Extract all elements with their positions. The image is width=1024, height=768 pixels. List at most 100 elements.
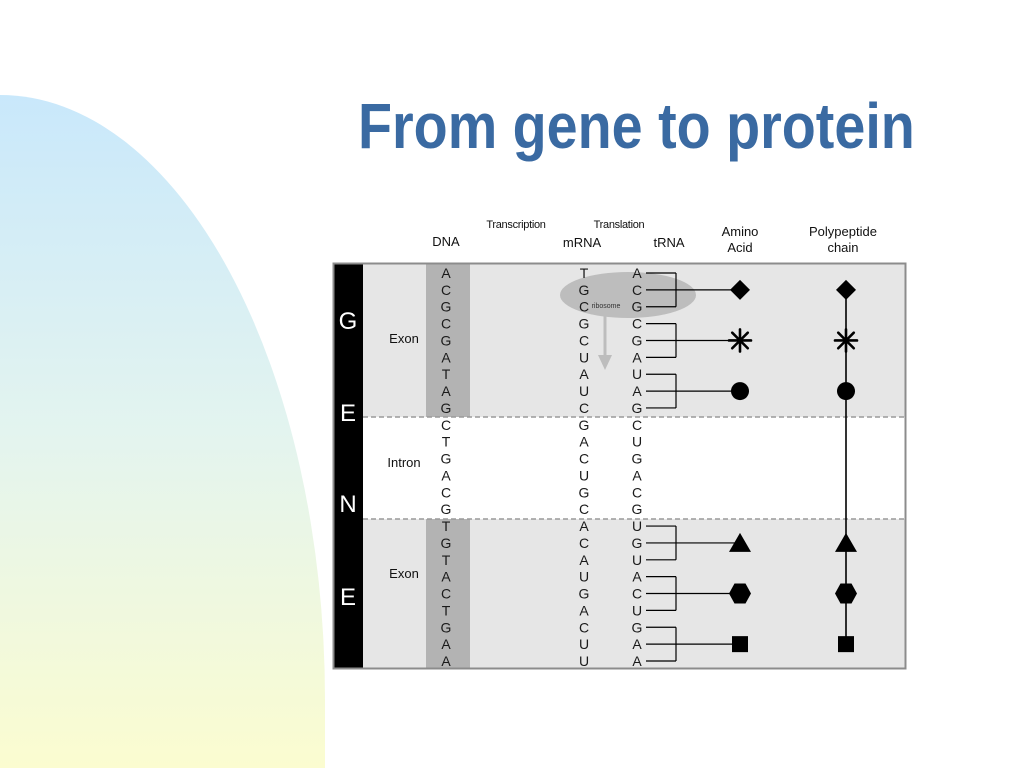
dna-base: G xyxy=(441,451,452,467)
trna-base: G xyxy=(632,501,643,517)
mrna-base: A xyxy=(579,552,589,568)
dna-base: G xyxy=(441,619,452,635)
dna-base: G xyxy=(441,400,452,416)
trna-base: A xyxy=(632,265,642,281)
trna-base: G xyxy=(632,333,643,349)
polypeptide-chain-header: chain xyxy=(827,240,858,255)
mrna-base: U xyxy=(579,569,589,585)
dna-base: C xyxy=(441,417,451,433)
gene-to-protein-diagram: DNA Transcription Translation mRNA tRNA … xyxy=(332,219,907,670)
codon-bracket xyxy=(646,576,740,612)
intron-label: Intron xyxy=(387,455,420,470)
sequence-columns: ACGCGATAGCTGACGTGTACTGAATGCGCUAUCGACUGCA… xyxy=(441,265,643,669)
codon-to-amino-acid xyxy=(646,272,753,662)
mrna-base: A xyxy=(579,434,589,450)
trna-base: U xyxy=(632,434,642,450)
mrna-base: C xyxy=(579,535,589,551)
polypeptide-chain xyxy=(833,279,859,653)
codon-bracket xyxy=(646,373,740,409)
dna-exon-highlight xyxy=(426,519,470,668)
gene-letter: N xyxy=(339,491,356,518)
translation-direction-arrow xyxy=(598,316,612,370)
mrna-base: C xyxy=(579,619,589,635)
mrna-base: U xyxy=(579,383,589,399)
dna-base: T xyxy=(442,602,451,618)
trna-base: A xyxy=(632,569,642,585)
dna-base: A xyxy=(441,653,451,669)
trna-base: G xyxy=(632,451,643,467)
dna-base: G xyxy=(441,333,452,349)
dna-base: G xyxy=(441,299,452,315)
trna-base: A xyxy=(632,636,642,652)
mrna-base: G xyxy=(579,484,590,500)
exon-label: Exon xyxy=(389,566,419,581)
amino-acid-hexagon xyxy=(729,583,751,604)
gene-letter: E xyxy=(340,400,356,427)
dna-base: T xyxy=(442,366,451,382)
dna-base: T xyxy=(442,518,451,534)
trna-base: A xyxy=(632,383,642,399)
dna-base: C xyxy=(441,316,451,332)
trna-base: U xyxy=(632,518,642,534)
dna-base: C xyxy=(441,484,451,500)
trna-base: U xyxy=(632,552,642,568)
dna-base: T xyxy=(442,552,451,568)
dna-exon-highlight xyxy=(426,264,470,417)
dna-base: A xyxy=(441,349,451,365)
mrna-base: U xyxy=(579,653,589,669)
codon-bracket xyxy=(646,525,740,561)
mrna-base: G xyxy=(579,586,590,602)
codon-bracket xyxy=(646,626,740,662)
mrna-base: A xyxy=(579,518,589,534)
mrna-base: A xyxy=(579,602,589,618)
gene-letter: E xyxy=(340,584,356,611)
trna-base: C xyxy=(632,586,642,602)
dna-header: DNA xyxy=(432,234,460,249)
dna-base: G xyxy=(441,501,452,517)
mrna-base: U xyxy=(579,636,589,652)
mrna-base: G xyxy=(579,417,590,433)
trna-base: G xyxy=(632,400,643,416)
exon-label: Exon xyxy=(389,331,419,346)
mrna-base: G xyxy=(579,316,590,332)
polypeptide-residue-diamond xyxy=(836,279,856,300)
mrna-base: U xyxy=(579,349,589,365)
dna-base: A xyxy=(441,569,451,585)
dna-base: C xyxy=(441,282,451,298)
mrna-base: C xyxy=(579,333,589,349)
gene-letter: G xyxy=(339,308,358,335)
dna-base: C xyxy=(441,586,451,602)
trna-header: tRNA xyxy=(653,235,684,250)
amino-acid-diamond xyxy=(730,279,750,300)
polypeptide-residue-hexagon xyxy=(835,583,857,604)
polypeptide-residue-triangle xyxy=(835,532,857,552)
mrna-base: C xyxy=(579,501,589,517)
dna-base: A xyxy=(441,383,451,399)
mrna-base: C xyxy=(579,400,589,416)
trna-base: A xyxy=(632,653,642,669)
polypeptide-residue-asterisk xyxy=(833,328,859,353)
translation-label: Translation xyxy=(594,219,645,231)
mrna-base: A xyxy=(579,366,589,382)
trna-base: A xyxy=(632,349,642,365)
ribosome-label: ribosome xyxy=(592,303,621,310)
amino-acid-header: Amino xyxy=(722,224,759,239)
trna-base: C xyxy=(632,316,642,332)
trna-base: A xyxy=(632,467,642,483)
mrna-base: U xyxy=(579,467,589,483)
trna-base: G xyxy=(632,619,643,635)
amino-acid-triangle xyxy=(729,532,751,552)
intron-region xyxy=(363,417,905,519)
amino-acid-square xyxy=(732,636,748,653)
trna-base: C xyxy=(632,282,642,298)
polypeptide-residue-square xyxy=(838,636,854,653)
codon-bracket xyxy=(646,272,740,308)
trna-base: C xyxy=(632,417,642,433)
background-decoration xyxy=(0,95,325,768)
amino-acid-asterisk xyxy=(727,328,753,353)
dna-base: A xyxy=(441,636,451,652)
dna-base: A xyxy=(441,265,451,281)
diagram-frame xyxy=(332,262,907,670)
trna-base: G xyxy=(632,535,643,551)
